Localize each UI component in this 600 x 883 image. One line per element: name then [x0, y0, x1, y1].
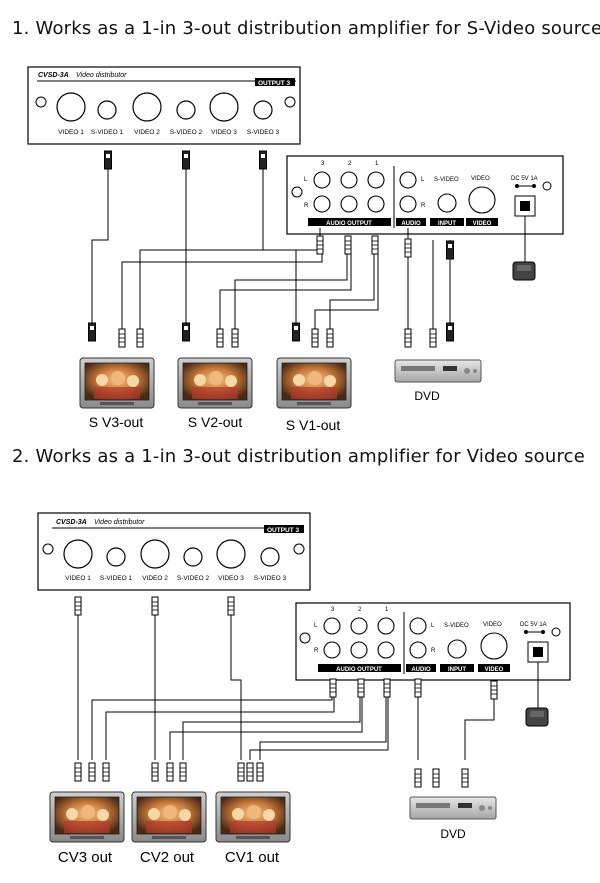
- distributor-title: Video distributor: [94, 519, 145, 526]
- audio-label: AUDIO: [401, 221, 421, 227]
- tv-label: S V3-out: [89, 414, 144, 430]
- audio-output-label: AUDIO OUTPUT: [336, 667, 382, 673]
- output-number: 2: [358, 607, 362, 613]
- dc-label: DC 5V 1A: [511, 176, 538, 182]
- right-label: R: [431, 648, 436, 654]
- audio-output-label: AUDIO OUTPUT: [326, 221, 372, 227]
- s-video-3-jack: [253, 100, 273, 120]
- distributor-model: CVSD-3A: [56, 519, 87, 526]
- right-label: R: [304, 203, 309, 209]
- port-label: VIDEO 1: [65, 575, 91, 582]
- distributor-title: Video distributor: [76, 72, 127, 79]
- left-label: L: [421, 177, 425, 183]
- output-number: 3: [321, 161, 325, 167]
- right-label: R: [314, 648, 319, 654]
- distributor-model: CVSD-3A: [38, 72, 69, 79]
- video-section-label: VIDEO: [473, 221, 492, 227]
- dvd-player: [394, 359, 482, 383]
- section-2-diagram: CVSD-3A Video distributor OUTPUT 3 VIDEO…: [37, 512, 571, 866]
- dvd-label: DVD: [440, 827, 466, 841]
- dc-label: DC 5V 1A: [520, 622, 547, 628]
- tv-s-v1: [276, 357, 352, 409]
- s-video-label: S-VIDEO: [434, 177, 459, 183]
- port-label: VIDEO 3: [211, 129, 237, 136]
- output-number: 1: [385, 607, 389, 613]
- tv-label: S V2-out: [188, 414, 243, 430]
- tv-cv2: [131, 791, 207, 843]
- port-label: S-VIDEO 3: [254, 575, 287, 582]
- distributor-front-panel: CVSD-3A Video distributor OUTPUT 3 VIDEO…: [27, 66, 301, 145]
- audio-label: AUDIO: [411, 667, 431, 673]
- distributor-back-panel: 3 2 1 L R AUDIO OUTPUT L R AUDIO S-VIDEO…: [286, 155, 564, 281]
- input-label: INPUT: [448, 667, 466, 673]
- section-1-heading: 1. Works as a 1-in 3-out distribution am…: [12, 18, 600, 39]
- right-label: R: [421, 203, 426, 209]
- tv-s-v2: [177, 357, 253, 409]
- video-section-label: VIDEO: [485, 667, 504, 673]
- s-video-1-jack: [97, 100, 117, 120]
- section-1-diagram: CVSD-3A Video distributor OUTPUT 3 VIDEO…: [27, 66, 564, 433]
- video-label: VIDEO: [471, 176, 490, 182]
- video-2-jack: [132, 92, 162, 122]
- tv-cv3: [49, 791, 125, 843]
- video-label: VIDEO: [483, 622, 502, 628]
- dvd-player: [409, 796, 497, 820]
- port-label: VIDEO 1: [58, 129, 84, 136]
- s-video-2-jack: [176, 100, 196, 120]
- port-label: VIDEO 2: [134, 129, 160, 136]
- left-label: L: [304, 177, 308, 183]
- video-3-jack: [209, 92, 239, 122]
- left-label: L: [314, 623, 318, 629]
- port-label: VIDEO 3: [218, 575, 244, 582]
- output-number: 1: [375, 161, 379, 167]
- output-3-label: OUTPUT 3: [267, 527, 300, 534]
- tv-label: S V1-out: [286, 417, 341, 433]
- port-label: S-VIDEO 3: [247, 129, 280, 136]
- output-number: 2: [348, 161, 352, 167]
- port-label: S-VIDEO 1: [100, 575, 133, 582]
- input-label: INPUT: [438, 221, 456, 227]
- port-label: S-VIDEO 2: [177, 575, 210, 582]
- output-number: 3: [331, 607, 335, 613]
- port-label: VIDEO 2: [142, 575, 168, 582]
- left-label: L: [431, 623, 435, 629]
- distributor-back-panel: 3 2 1 L R AUDIO OUTPUT L R AUDIO S-VIDEO…: [295, 602, 571, 727]
- port-label: S-VIDEO 2: [170, 129, 203, 136]
- tv-label: CV2 out: [140, 849, 195, 866]
- output-3-label: OUTPUT 3: [258, 80, 291, 87]
- port-label: S-VIDEO 1: [91, 129, 124, 136]
- section-2-heading: 2. Works as a 1-in 3-out distribution am…: [12, 446, 586, 467]
- video-1-jack: [56, 92, 86, 122]
- section-2-cables: [77, 608, 495, 760]
- tv-label: CV3 out: [58, 849, 113, 866]
- tv-cv1: [215, 791, 291, 843]
- tv-s-v3: [79, 357, 155, 409]
- s-video-label: S-VIDEO: [444, 623, 469, 629]
- dvd-label: DVD: [414, 389, 440, 403]
- distributor-front-panel: CVSD-3A Video distributor OUTPUT 3 VIDEO…: [37, 512, 311, 591]
- tv-label: CV1 out: [225, 849, 280, 866]
